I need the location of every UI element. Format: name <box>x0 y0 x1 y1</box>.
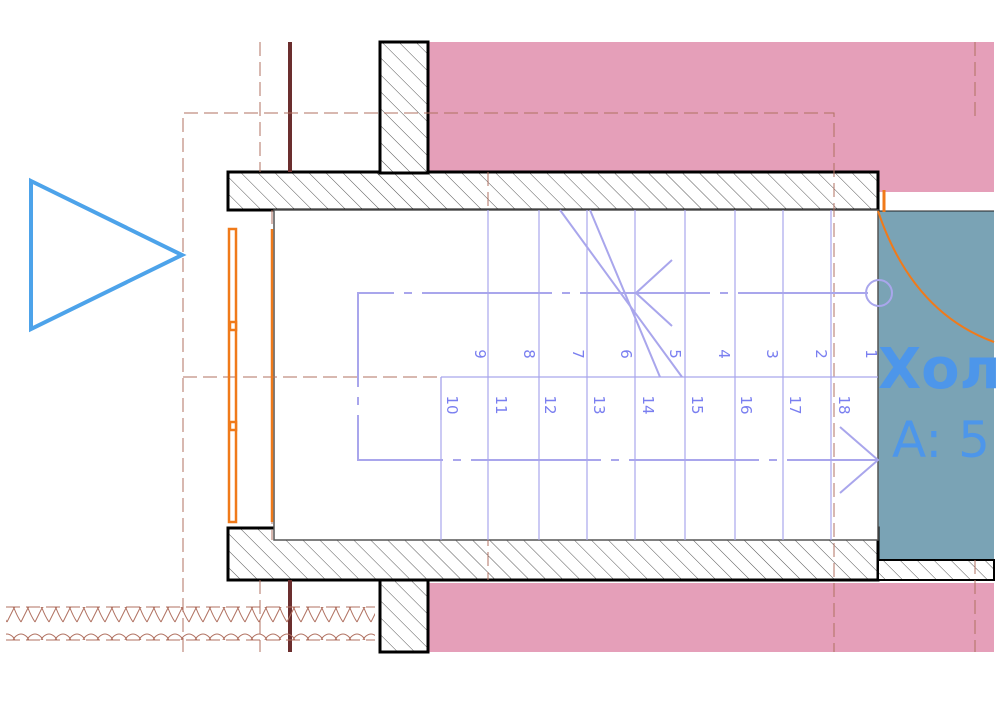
step-number: 5 <box>666 349 684 359</box>
step-number: 10 <box>443 395 461 414</box>
step-number: 11 <box>492 395 510 414</box>
room-fill <box>878 211 994 560</box>
triangle-section-marker-icon <box>29 177 187 333</box>
stair-walking-line <box>357 209 893 494</box>
wall-bottom-vertical <box>378 578 430 654</box>
pink-zone-bottom <box>428 583 994 652</box>
window <box>227 227 274 524</box>
insulation-strip <box>6 607 375 640</box>
step-number: 3 <box>763 349 781 359</box>
step-number: 9 <box>471 349 489 359</box>
step-number: 16 <box>737 395 755 414</box>
step-number: 6 <box>617 349 635 359</box>
wall-top-vertical <box>378 40 430 175</box>
step-number: 8 <box>520 349 538 359</box>
room-name: Хол <box>878 337 1000 402</box>
step-number: 17 <box>786 395 804 414</box>
door-swing-arc <box>877 210 995 343</box>
wall-right-bottom <box>877 559 995 581</box>
step-number: 14 <box>639 395 657 414</box>
upper-flight-numbers: 9 8 7 6 5 4 3 2 1 <box>471 349 880 359</box>
lower-flight-numbers: 10 11 12 13 14 15 16 17 18 <box>443 395 853 414</box>
step-number: 18 <box>835 395 853 414</box>
step-number: 12 <box>541 395 559 414</box>
pink-zone-top <box>428 42 994 192</box>
step-number: 15 <box>688 395 706 414</box>
step-number: 13 <box>590 395 608 414</box>
room-area: A: 5 <box>892 411 990 469</box>
step-number: 7 <box>569 349 587 359</box>
step-number: 1 <box>862 349 880 359</box>
wall-top <box>226 170 880 212</box>
step-number: 4 <box>715 349 733 359</box>
stair-room-outline <box>273 209 879 541</box>
step-number: 2 <box>812 349 830 359</box>
